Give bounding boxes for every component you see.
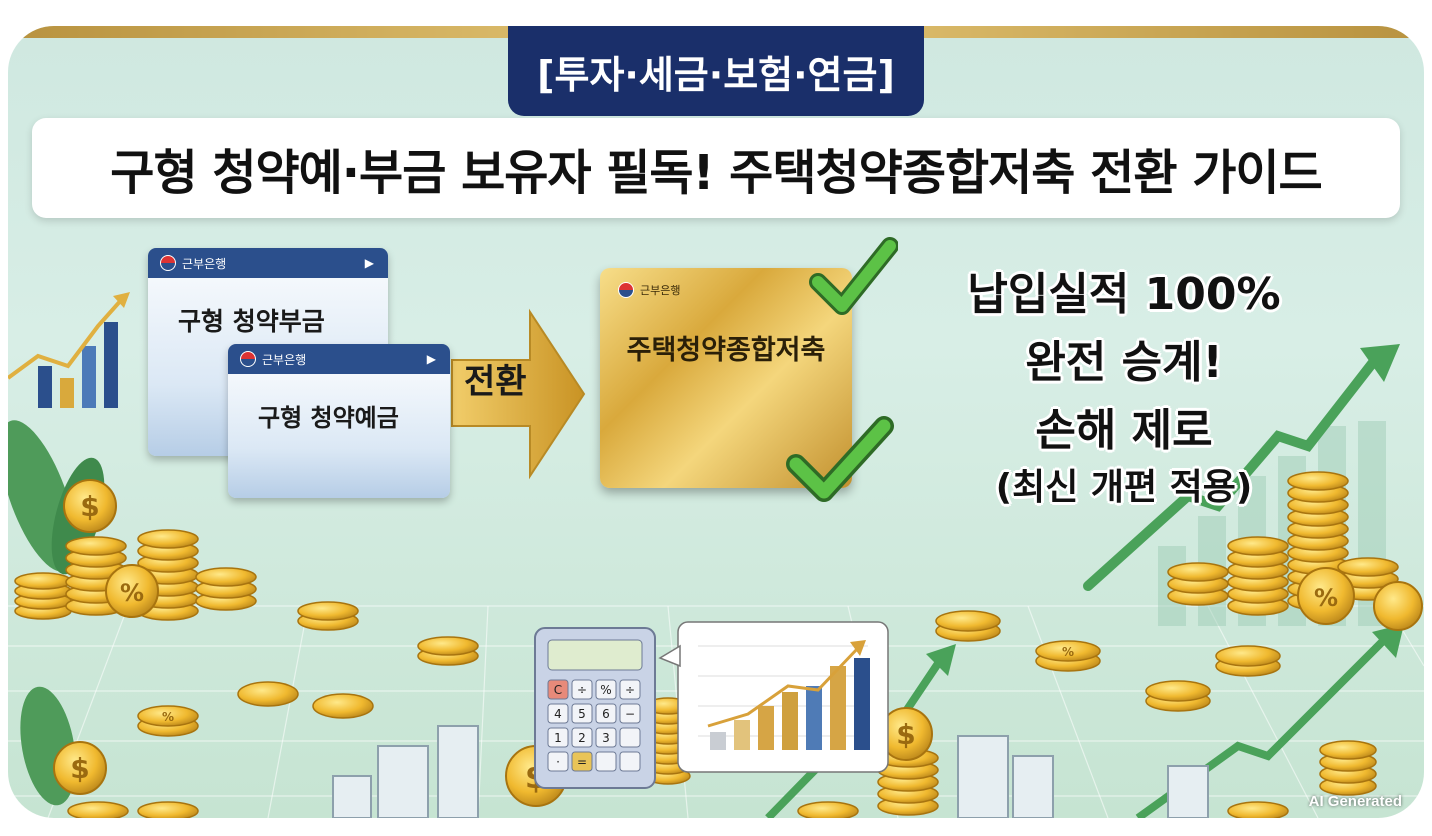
dollar-icon: $ <box>80 490 99 523</box>
card-body: 구형 청약예금 <box>228 374 450 498</box>
dollar-icon: $ <box>70 752 89 785</box>
title-banner: 구형 청약예·부금 보유자 필독! 주택청약종합저축 전환 가이드 <box>32 118 1400 218</box>
calculator-key <box>547 751 569 772</box>
watermark: AI Generated <box>1308 793 1402 810</box>
card-title: 구형 청약부금 <box>178 307 325 336</box>
chart-bubble-icon <box>658 621 889 773</box>
bank-name: 근부은행 <box>640 284 681 297</box>
bank-name: 근부은행 <box>182 256 227 271</box>
old-deposit-card: 근부은행 ▶ 구형 청약예금 <box>228 344 450 498</box>
calculator-key-label: C <box>554 683 562 697</box>
calculator-key-label: 3 <box>602 731 610 745</box>
calculator-key <box>619 703 641 724</box>
bank-logo-icon <box>618 282 634 298</box>
growth-chart-icon <box>8 292 130 408</box>
card-header: 근부은행 ▶ <box>148 248 388 278</box>
calculator-key-label: ÷ <box>577 683 587 697</box>
percent-icon: % <box>120 579 144 607</box>
check-icon <box>809 237 898 315</box>
calculator-key-label: ÷ <box>625 683 635 697</box>
bank-logo-icon <box>160 255 176 271</box>
headline-line-4: (최신 개편 적용) <box>995 467 1253 508</box>
calculator-key <box>571 727 593 748</box>
bank-logo-icon <box>240 351 256 367</box>
calculator-key-label: 2 <box>578 731 586 745</box>
thumbnail-frame: $ % $ $ $ % % % C÷%÷456−123·= <box>8 26 1424 818</box>
calculator-key <box>547 703 569 724</box>
calculator-key <box>595 679 617 700</box>
calculator-key <box>547 679 569 700</box>
calculator-key-label: · <box>556 755 560 769</box>
calculator-key-label: 5 <box>578 707 586 721</box>
calculator-key-label: 1 <box>554 731 562 745</box>
calculator-icon: C ÷% ÷ 4 5 6 − 1 2 3 · = <box>534 627 656 789</box>
calculator-key <box>595 751 617 772</box>
calculator-key-label: 4 <box>554 707 562 721</box>
card-title: 주택청약종합저축 <box>626 335 826 366</box>
check-icon <box>786 416 894 502</box>
new-account-card: 근부은행 주택청약종합저축 <box>600 268 852 488</box>
calculator-key <box>619 751 641 772</box>
play-icon: ▶ <box>426 352 436 366</box>
calculator-key <box>547 727 569 748</box>
calculator-key <box>595 703 617 724</box>
calculator-key <box>619 727 641 748</box>
calculator-key-label: = <box>577 755 587 769</box>
calculator-key <box>571 703 593 724</box>
big-growth-arrow <box>1083 351 1383 591</box>
page-title: 구형 청약예·부금 보유자 필독! 주택청약종합저축 전환 가이드 <box>110 145 1322 201</box>
headline-line-3: 손해 제로 <box>1035 405 1213 456</box>
play-icon: ▶ <box>364 256 374 270</box>
bank-name: 근부은행 <box>262 352 307 367</box>
percent-icon: % <box>1062 645 1074 659</box>
category-tag: [투자·세금·보험·연금] <box>508 26 924 116</box>
percent-icon: % <box>1314 584 1338 612</box>
percent-icon: % <box>162 710 174 724</box>
transition-arrow <box>451 308 586 480</box>
card-title: 구형 청약예금 <box>258 404 399 432</box>
calculator-key <box>595 727 617 748</box>
card-header: 근부은행 ▶ <box>228 344 450 374</box>
calculator-key <box>571 679 593 700</box>
transition-label: 전환 <box>464 362 527 402</box>
card-bank: 근부은행 <box>618 282 680 298</box>
background-illustration: $ % $ $ $ % % % C÷%÷456−123·= <box>8 292 1424 818</box>
headline-line-1: 납입실적 100% <box>967 269 1281 320</box>
calculator-key <box>619 679 641 700</box>
calculator-key-label: % <box>600 683 611 697</box>
calculator-key-label: − <box>625 707 635 721</box>
calculator-key <box>571 751 593 772</box>
city-buildings <box>332 725 1209 818</box>
dollar-icon: $ <box>896 718 915 751</box>
calculator-key-label: 6 <box>602 707 610 721</box>
headline-line-2: 완전 승계! <box>1025 337 1223 388</box>
